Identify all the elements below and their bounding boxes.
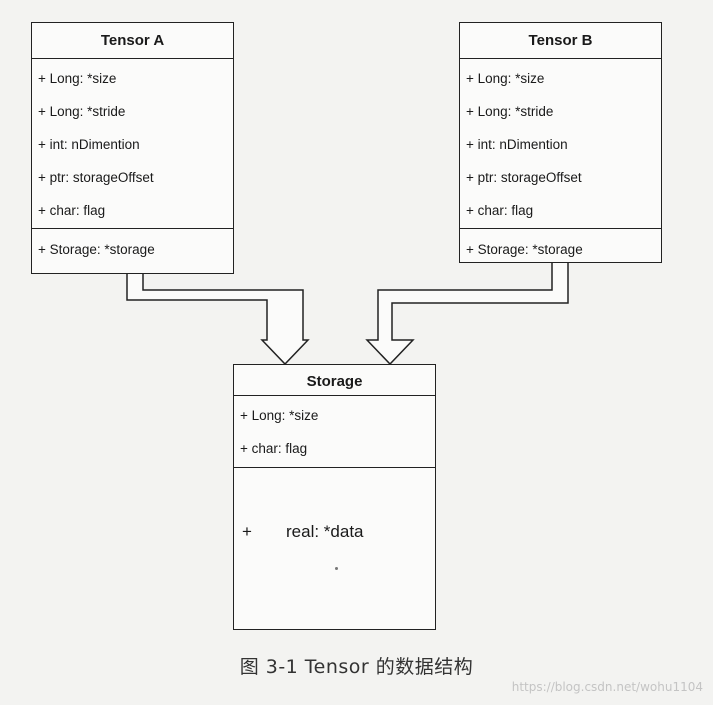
tensor-a-title: Tensor A	[32, 23, 233, 59]
tensor-b-attr-ndimention: + int: nDimention	[466, 137, 568, 152]
storage-title: Storage	[234, 365, 435, 396]
arrow-tensor-a-to-storage	[126, 274, 310, 366]
tensor-a-attributes: + Long: *size + Long: *stride + int: nDi…	[32, 59, 233, 229]
storage-attr-flag: + char: flag	[240, 441, 308, 456]
tensor-b-operations: + Storage: *storage	[460, 229, 661, 266]
arrow-tensor-b-to-storage	[365, 263, 569, 366]
figure-caption: 图 3-1 Tensor 的数据结构	[239, 656, 474, 678]
tensor-b-attr-storage-offset: + ptr: storageOffset	[466, 170, 582, 185]
storage-data-label: real: *data	[286, 522, 364, 541]
storage-data-plus: +	[242, 522, 252, 541]
stray-dot	[335, 567, 338, 570]
storage-attr-size: + Long: *size	[240, 408, 319, 423]
tensor-a-attr-storage-offset: + ptr: storageOffset	[38, 170, 154, 185]
tensor-a-operations: + Storage: *storage	[32, 229, 233, 266]
tensor-b-attr-stride: + Long: *stride	[466, 104, 554, 119]
tensor-b-attr-size: + Long: *size	[466, 71, 545, 86]
watermark: https://blog.csdn.net/wohu1104	[511, 680, 703, 694]
tensor-a-storage-ref: + Storage: *storage	[38, 242, 155, 257]
tensor-b-attributes: + Long: *size + Long: *stride + int: nDi…	[460, 59, 661, 229]
tensor-a-attr-stride: + Long: *stride	[38, 104, 126, 119]
tensor-a-attr-size: + Long: *size	[38, 71, 117, 86]
tensor-b-storage-ref: + Storage: *storage	[466, 242, 583, 257]
storage-class-box: Storage + Long: *size + char: flag + real…	[233, 364, 436, 630]
tensor-a-attr-flag: + char: flag	[38, 203, 106, 218]
tensor-b-title: Tensor B	[460, 23, 661, 59]
tensor-a-attr-ndimention: + int: nDimention	[38, 137, 140, 152]
tensor-b-class-box: Tensor B + Long: *size + Long: *stride +…	[459, 22, 662, 263]
storage-data-row: + real: *data	[234, 522, 435, 542]
tensor-a-class-box: Tensor A + Long: *size + Long: *stride +…	[31, 22, 234, 274]
tensor-b-attr-flag: + char: flag	[466, 203, 534, 218]
storage-attributes: + Long: *size + char: flag	[234, 396, 435, 468]
